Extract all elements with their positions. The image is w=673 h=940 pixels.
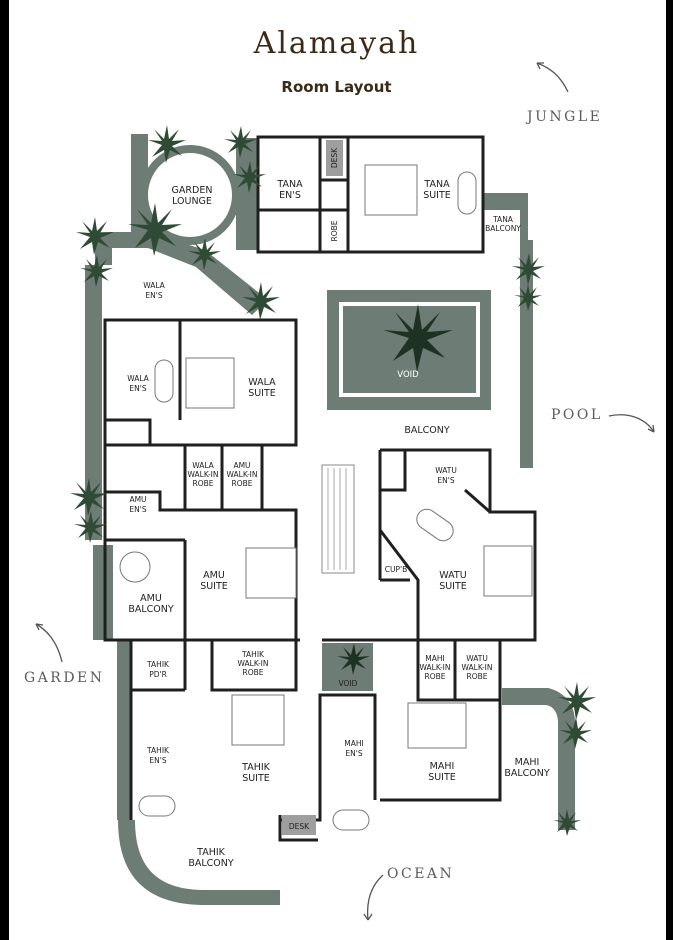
bed-amu — [245, 547, 297, 599]
plant-icon — [80, 255, 113, 287]
garden-arrow — [35, 623, 63, 663]
plant-icon — [74, 511, 107, 543]
direction-jungle: JUNGLE — [527, 109, 603, 125]
direction-garden: GARDEN — [24, 670, 105, 686]
tana-balcony-terrace — [483, 193, 533, 468]
ocean-arrow — [366, 874, 384, 921]
brand-title: Alamayah — [253, 26, 420, 61]
plant-icon — [512, 253, 545, 285]
jungle-arrow — [536, 62, 569, 93]
tub-tahik — [138, 795, 176, 817]
direction-pool: POOL — [551, 407, 603, 423]
plant-icon — [233, 161, 266, 193]
void-small-area — [322, 643, 373, 691]
west-planter-strip — [85, 265, 102, 540]
bed-mahi — [407, 702, 467, 749]
tub-wala — [154, 359, 174, 403]
garden-arrow-head — [35, 623, 44, 631]
label-desk-tana: DESK — [330, 147, 339, 168]
tub-watu — [416, 508, 454, 542]
tub-tana — [457, 171, 477, 215]
desk-box-tahik — [282, 815, 316, 835]
jungle-arrow-head — [536, 62, 544, 70]
bathtubs — [119, 171, 477, 831]
plant-icon — [553, 809, 581, 836]
bed-tahik — [231, 694, 285, 746]
plant-icon — [76, 217, 114, 255]
lounge-planter-right — [236, 138, 258, 250]
label-cupb: CUP'B — [385, 565, 407, 574]
bed-watu — [483, 545, 533, 597]
plant-icon — [70, 478, 108, 516]
garden-lounge-round — [140, 145, 240, 245]
plants — [70, 125, 596, 836]
pool-arrow — [608, 414, 655, 433]
plant-icon — [128, 203, 182, 256]
plant-icon — [337, 643, 370, 675]
beds — [185, 164, 533, 749]
staircase — [321, 464, 355, 574]
plant-icon — [558, 682, 596, 720]
west-planter-top — [95, 232, 148, 265]
bed-tana — [364, 164, 418, 216]
plant-icon — [383, 304, 453, 372]
plant-icon — [188, 238, 221, 270]
tub-mahi — [332, 809, 370, 831]
label-balcony: BALCONY — [404, 425, 450, 436]
label-void-small: VOID — [339, 679, 358, 688]
tahik-planter-strip — [117, 640, 131, 820]
pool-arrow-head — [647, 424, 655, 433]
direction-ocean: OCEAN — [387, 866, 455, 882]
bed-wala — [185, 357, 235, 409]
page-subtitle: Room Layout — [281, 78, 392, 96]
label-void-top: VOID — [397, 370, 419, 380]
plant-icon — [242, 282, 280, 320]
ocean-arrow-head — [363, 913, 373, 921]
walls — [103, 135, 537, 842]
plant-icon — [559, 717, 592, 749]
label-robe-tana: ROBE — [330, 220, 339, 241]
desk-box-tana — [326, 140, 343, 176]
plant-icon — [148, 125, 186, 163]
plant-icon — [514, 284, 542, 311]
amu-balcony-planter — [93, 545, 113, 640]
tahik-balcony-curve — [118, 820, 280, 905]
label-desk-tahik: DESK — [289, 822, 310, 831]
tub-amu — [119, 551, 151, 583]
diagonal-planter — [148, 232, 268, 315]
plant-icon — [224, 126, 257, 158]
